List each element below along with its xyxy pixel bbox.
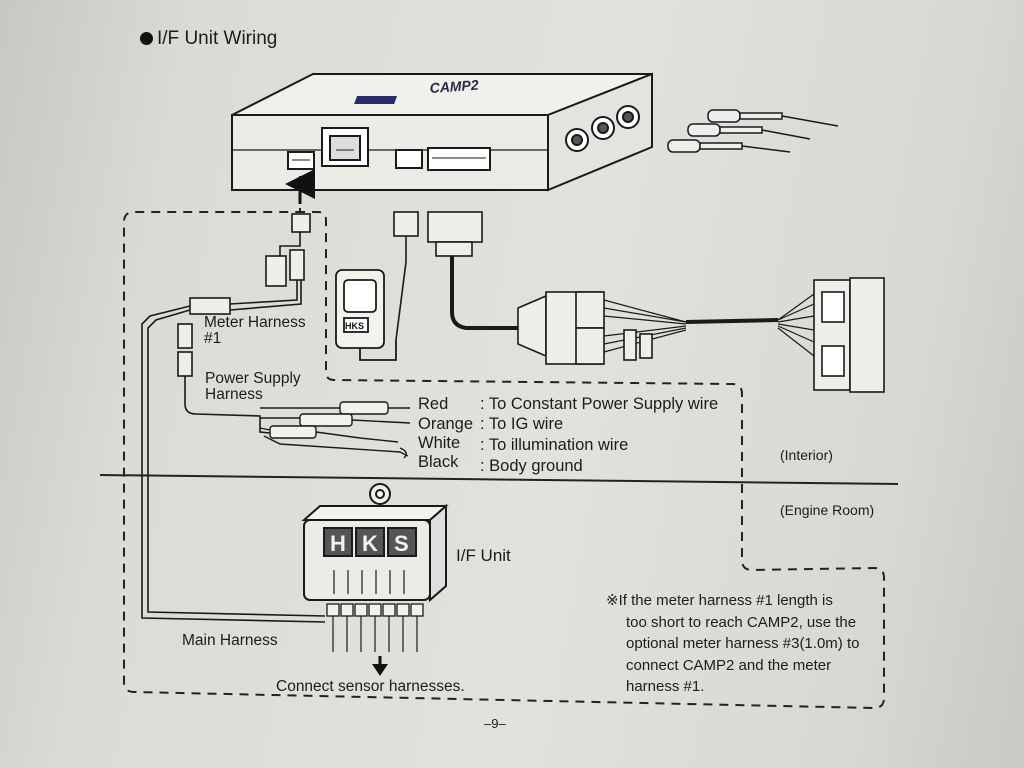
camp2-logo: CAMP2 [354,77,479,104]
if-unit-logo: H K S [330,531,409,556]
wire-color: White [418,434,461,452]
down-arrow-icon [372,656,388,676]
connect-sensors-label: Connect sensor harnesses. [276,678,465,695]
switch-module [335,269,397,361]
svg-text:H: H [330,531,346,556]
wire-color: Black [418,453,459,471]
wire-color: Orange [418,415,474,433]
power-supply-harness-label: Power Supply Harness [205,370,301,403]
camp2-cables [393,211,779,341]
power-wires [259,401,411,459]
svg-text:K: K [362,531,378,556]
camp2-unit [231,72,653,192]
svg-text:CAMP2: CAMP2 [429,77,479,96]
wire-destination: : To Constant Power Supply wire [480,395,719,413]
page-number: –9– [484,716,506,731]
rca-cables [667,109,839,153]
bullet-icon [140,32,153,45]
harness-connector-left [517,291,687,365]
meter-harness-label: Meter Harness #1 [204,314,306,347]
if-unit-label: I/F Unit [456,546,511,565]
meter-harness [141,213,326,623]
zone-divider [99,474,899,485]
engine-room-label: (Engine Room) [780,502,875,518]
wire-destination: : Body ground [480,457,583,475]
main-harness-label: Main Harness [182,632,278,649]
wire-color: Red [418,395,449,413]
if-unit [301,483,449,652]
meter-harness-note: ※If the meter harness #1 length is too s… [606,592,860,695]
note-symbol: ※ [606,592,619,609]
harness-connector-right [777,277,885,393]
switch-logo: HKS [345,321,364,331]
interior-label: (Interior) [780,447,833,463]
wire-destination: : To IG wire [480,415,564,433]
wire-destination: : To illumination wire [480,436,629,454]
page-title: I/F Unit Wiring [140,28,277,50]
svg-text:S: S [394,531,409,556]
